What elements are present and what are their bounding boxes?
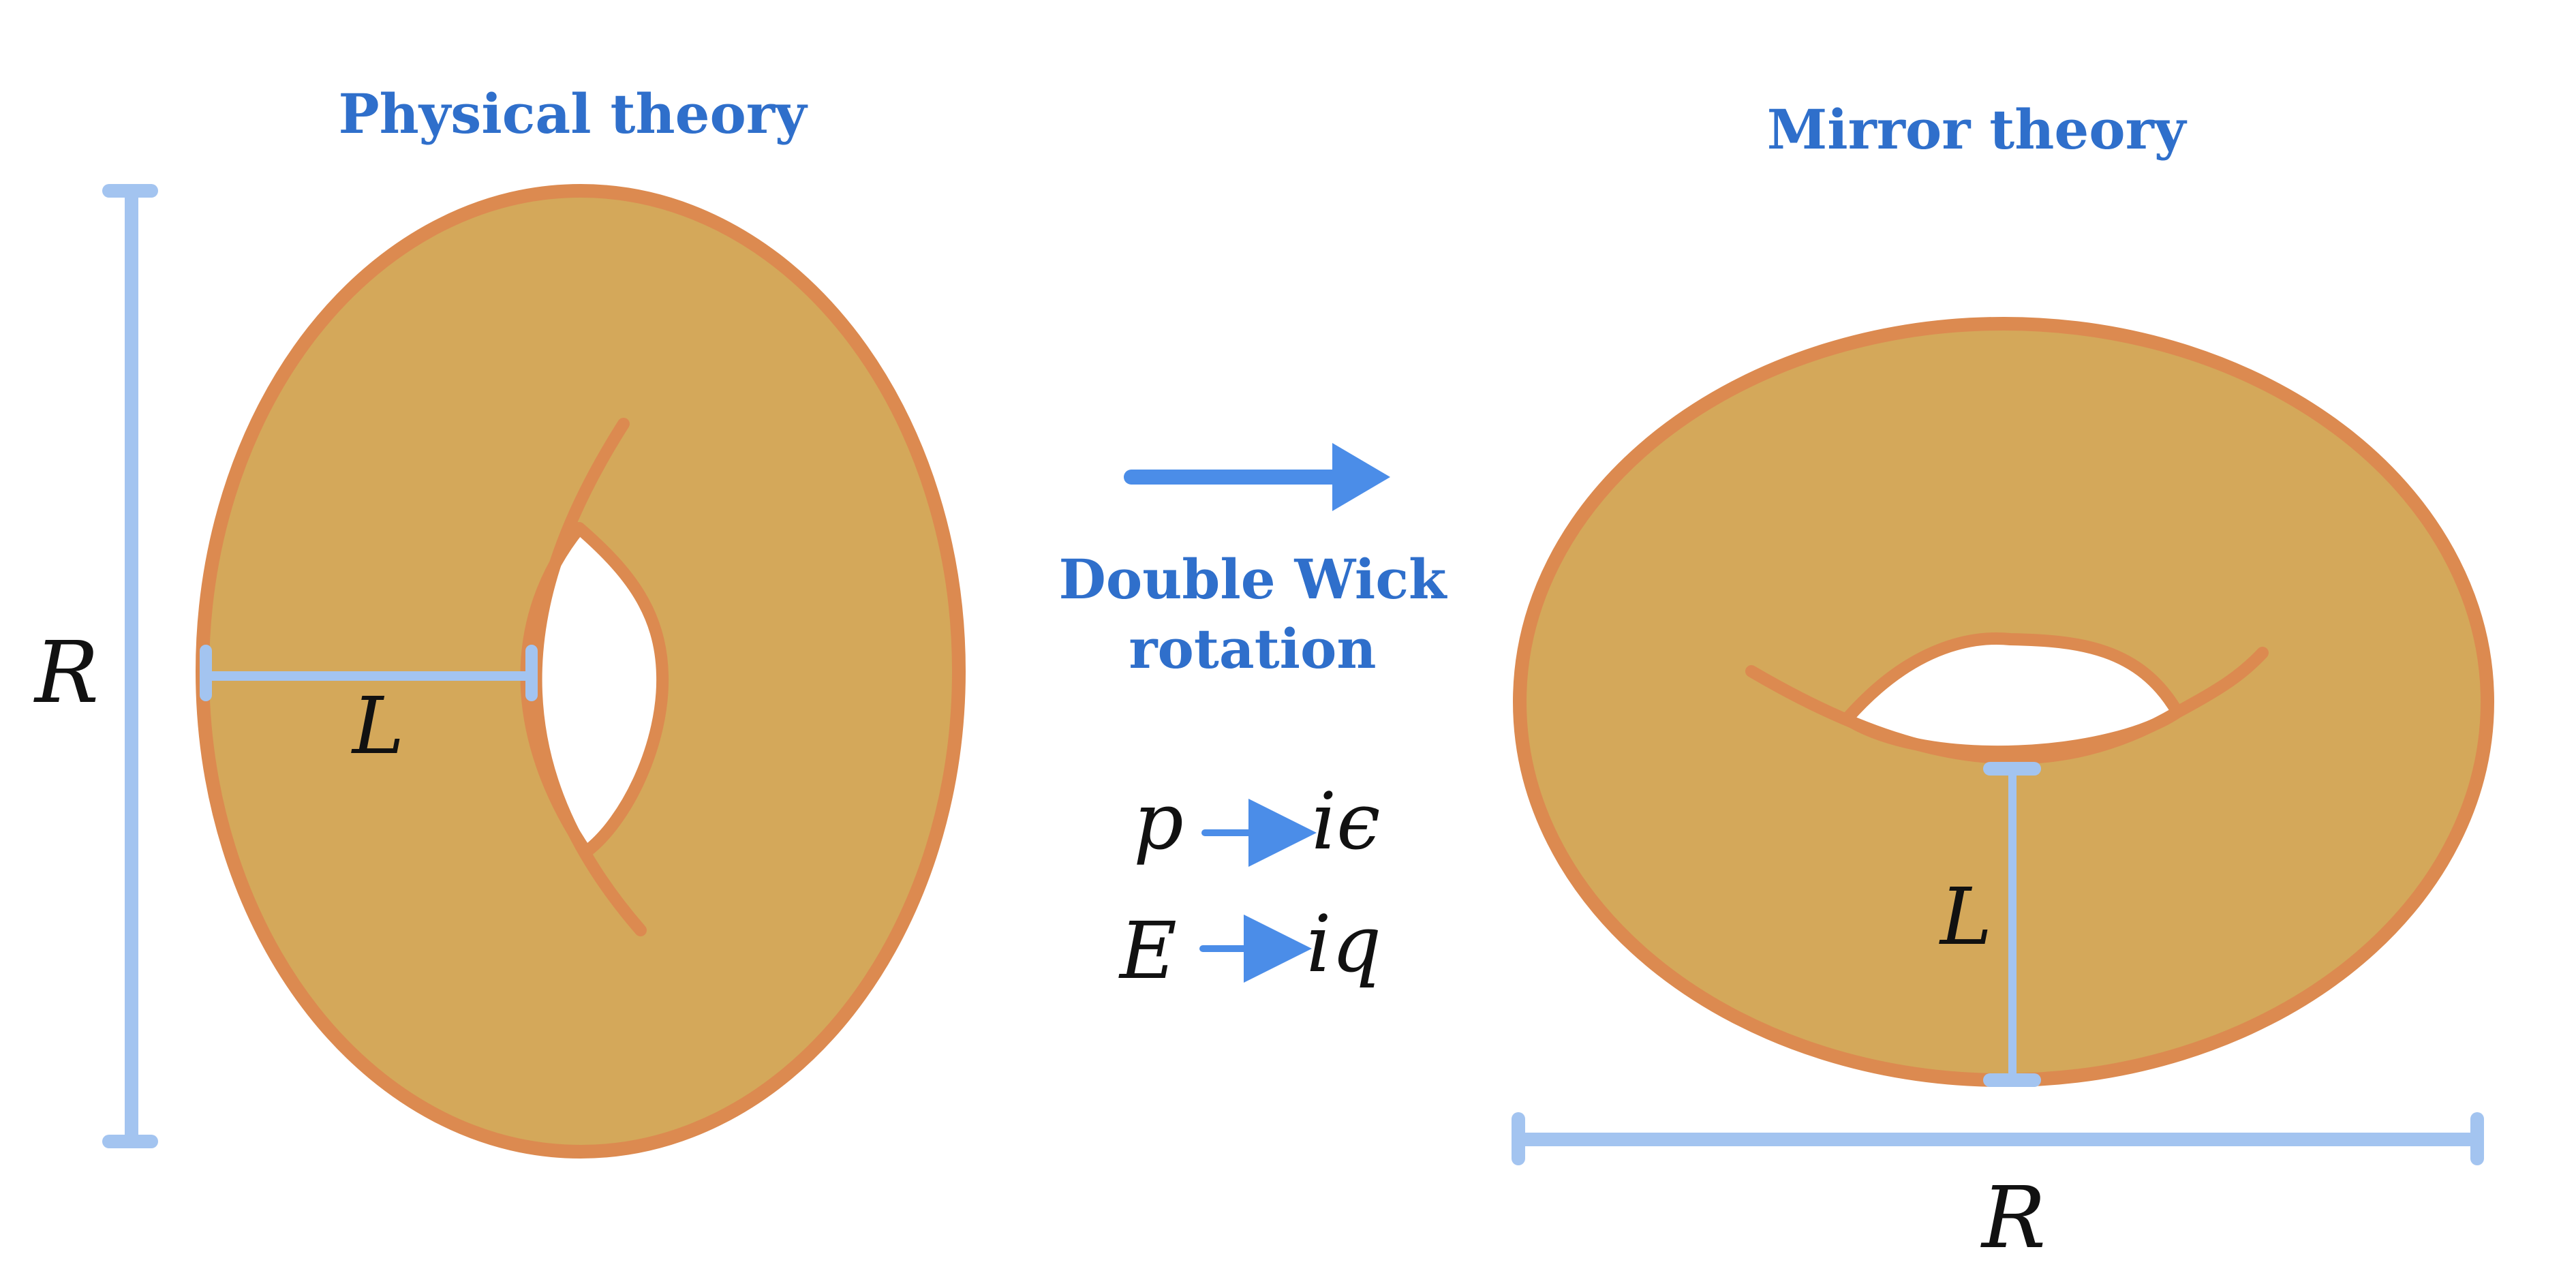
physical-theory-title: Physical theory bbox=[338, 82, 808, 146]
right-r-dimension-bar bbox=[1512, 1112, 2484, 1165]
map1-from: p bbox=[1133, 776, 1184, 868]
wick-rotation-arrow bbox=[1124, 443, 1390, 511]
right-r-label: R bbox=[1980, 1169, 2046, 1268]
map2-from: E bbox=[1118, 906, 1177, 997]
left-r-label: R bbox=[33, 624, 99, 722]
right-l-dimension-bar bbox=[1983, 762, 2041, 1087]
horizontal-torus bbox=[1513, 317, 2494, 1087]
mirror-theory-title: Mirror theory bbox=[1767, 97, 2188, 162]
left-l-dimension-bar bbox=[200, 645, 538, 701]
left-r-dimension-bar bbox=[102, 184, 158, 1148]
caption-line-2: rotation bbox=[1129, 617, 1376, 681]
vertical-torus bbox=[196, 184, 966, 1159]
map2-to: iq bbox=[1306, 899, 1381, 990]
caption-line-1: Double Wick bbox=[1059, 547, 1448, 611]
right-l-label: L bbox=[1939, 872, 1992, 963]
left-l-label: L bbox=[351, 681, 404, 772]
map1-to: iϵ bbox=[1311, 776, 1380, 868]
